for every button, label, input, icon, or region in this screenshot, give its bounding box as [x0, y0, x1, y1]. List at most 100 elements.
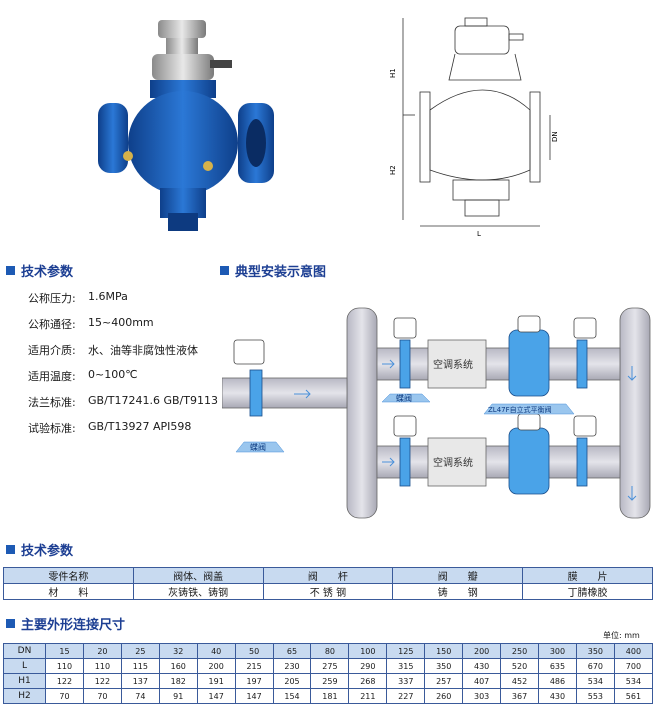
table-cell: 20 — [82, 643, 122, 659]
table-cell: 197 — [234, 673, 274, 689]
table-cell: 25 — [120, 643, 160, 659]
spec-value: GB/T17241.6 GB/T9113 — [88, 394, 218, 407]
table-cell: 阀体、阀盖 — [132, 567, 264, 584]
butterfly-valve-label: 蝶阀 — [396, 393, 412, 403]
spec-value: 1.6MPa — [88, 290, 128, 303]
table-cell: 259 — [310, 673, 350, 689]
table-cell: 181 — [310, 688, 350, 704]
table-cell: 80 — [310, 643, 350, 659]
table-cell: 灰铸铁、铸钢 — [132, 583, 264, 600]
table-cell: 150 — [424, 643, 464, 659]
spec-label: 公称通径: — [28, 318, 76, 331]
table-cell: 200 — [196, 658, 236, 674]
table-cell: 350 — [575, 643, 615, 659]
section-install-diagram: 典型安装示意图 — [220, 261, 326, 280]
table-cell: 227 — [386, 688, 426, 704]
materials-table: 零件名称 阀体、阀盖 阀 杆 阀 瓣 膜 片 材 料 灰铸铁、铸钢 不 锈 钢 … — [3, 567, 653, 600]
section-materials-label: 技术参数 — [21, 544, 74, 559]
table-cell: 260 — [424, 688, 464, 704]
table-cell: 110 — [45, 658, 84, 674]
table-cell: 铸 钢 — [392, 583, 524, 600]
table-cell: 561 — [613, 688, 654, 704]
table-cell: 407 — [462, 673, 502, 689]
table-cell: 147 — [196, 688, 236, 704]
table-cell: 215 — [234, 658, 274, 674]
unit-label: 单位: mm — [603, 631, 640, 640]
spec-label: 适用介质: — [28, 344, 76, 357]
table-cell: 110 — [82, 658, 122, 674]
table-cell: 700 — [613, 658, 654, 674]
bullet-square-icon — [6, 545, 15, 554]
label-h2: H2 — [389, 165, 397, 175]
table-cell: 32 — [158, 643, 198, 659]
table-cell: 160 — [158, 658, 198, 674]
table-cell: 430 — [538, 688, 577, 704]
label-h1: H1 — [389, 68, 397, 78]
spec-value: 0~100℃ — [88, 368, 138, 381]
table-cell: 520 — [500, 658, 540, 674]
table-cell: 137 — [120, 673, 160, 689]
butterfly-valve-label: 蝶阀 — [250, 442, 266, 452]
label-dn: DN — [551, 131, 559, 142]
table-cell: 300 — [538, 643, 577, 659]
table-cell: 250 — [500, 643, 540, 659]
table-cell: 膜 片 — [522, 567, 653, 584]
spec-value: GB/T13927 API598 — [88, 420, 192, 433]
table-cell: 阀 杆 — [262, 567, 394, 584]
spec-label: 公称压力: — [28, 292, 76, 305]
section-tech-params-label: 技术参数 — [21, 265, 74, 280]
table-cell: 303 — [462, 688, 502, 704]
table-cell: 191 — [196, 673, 236, 689]
spec-value: 15~400mm — [88, 316, 154, 329]
table-cell: 阀 瓣 — [392, 567, 524, 584]
bullet-square-icon — [6, 266, 15, 275]
table-cell: 430 — [462, 658, 502, 674]
spec-row: 公称通径: 15~400mm — [28, 316, 154, 332]
section-dimensions-label: 主要外形连接尺寸 — [21, 618, 126, 633]
spec-value: 水、油等非腐蚀性液体 — [88, 344, 198, 357]
table-cell: 670 — [575, 658, 615, 674]
table-cell: 553 — [575, 688, 615, 704]
row-label: H1 — [2, 673, 47, 689]
table-cell: 不 锈 钢 — [262, 583, 394, 600]
table-cell: 65 — [272, 643, 312, 659]
table-cell: 40 — [196, 643, 236, 659]
table-cell: 91 — [158, 688, 198, 704]
section-install-diagram-label: 典型安装示意图 — [235, 265, 327, 280]
row-label: DN — [2, 643, 47, 659]
install-diagram: 空调系统 空调系统 蝶阀 蝶阀 ZL47F自立式平衡阀 — [222, 307, 651, 519]
table-cell: 154 — [272, 688, 312, 704]
section-dimensions: 主要外形连接尺寸 — [6, 614, 125, 633]
table-row: 材 料 灰铸铁、铸钢 不 锈 钢 铸 钢 丁腈橡胶 — [3, 583, 653, 600]
table-cell: 丁腈橡胶 — [522, 583, 653, 600]
table-cell: 70 — [45, 688, 84, 704]
balance-valve-label: ZL47F自立式平衡阀 — [488, 405, 552, 414]
spec-row: 适用温度: 0~100℃ — [28, 368, 138, 384]
table-cell: 257 — [424, 673, 464, 689]
table-cell: 337 — [386, 673, 426, 689]
table-cell: 635 — [538, 658, 577, 674]
section-materials: 技术参数 — [6, 540, 73, 559]
table-cell: 70 — [82, 688, 122, 704]
spec-row: 适用介质: 水、油等非腐蚀性液体 — [28, 342, 198, 358]
ac-unit-label: 空调系统 — [433, 456, 473, 469]
table-cell: 367 — [500, 688, 540, 704]
valve-photo — [98, 20, 274, 231]
table-cell: 534 — [575, 673, 615, 689]
table-cell: 315 — [386, 658, 426, 674]
table-cell: 268 — [348, 673, 388, 689]
table-cell: 486 — [538, 673, 577, 689]
table-cell: 211 — [348, 688, 388, 704]
table-row: 零件名称 阀体、阀盖 阀 杆 阀 瓣 膜 片 — [3, 567, 653, 584]
section-tech-params: 技术参数 — [6, 261, 73, 280]
table-cell: 400 — [613, 643, 654, 659]
table-cell: 182 — [158, 673, 198, 689]
table-cell: 74 — [120, 688, 160, 704]
table-cell: 122 — [45, 673, 84, 689]
ac-unit-label: 空调系统 — [433, 358, 473, 371]
table-cell: 零件名称 — [3, 567, 134, 584]
